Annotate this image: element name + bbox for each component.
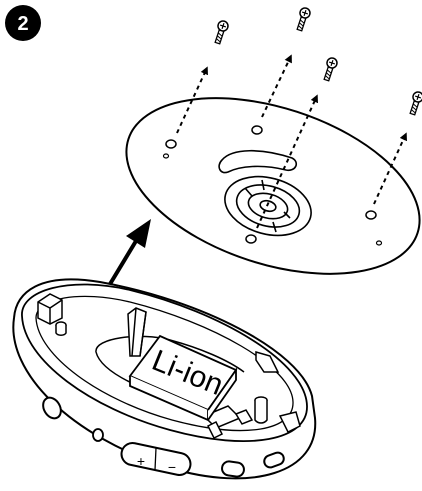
- screw-hole: [365, 210, 377, 220]
- lift-arrow-icon: [102, 219, 151, 296]
- battery: Li-ion: [128, 334, 238, 422]
- step-number: 2: [17, 13, 28, 35]
- screw-hole: [165, 139, 177, 149]
- aux-port: [263, 451, 285, 469]
- side-controls: + −: [42, 396, 285, 478]
- screw-hole: [245, 234, 257, 244]
- screw-icon: [409, 91, 422, 116]
- volume-up-button[interactable]: +: [137, 453, 145, 469]
- indicator-light: [92, 428, 104, 442]
- screw-icon: [296, 7, 311, 32]
- screw-icon: [214, 20, 229, 45]
- step-badge: 2: [5, 5, 41, 41]
- housing-interior: [37, 293, 301, 440]
- small-hole: [162, 153, 170, 159]
- power-button[interactable]: [221, 460, 245, 478]
- cover-slot: [218, 149, 298, 174]
- volume-down-button[interactable]: −: [168, 459, 176, 475]
- dashed-arrow-icon: [176, 54, 407, 229]
- screw-icon: [323, 57, 338, 82]
- back-cover: [125, 97, 421, 275]
- speaker-grille: [224, 175, 312, 237]
- small-hole: [375, 240, 383, 246]
- screw-hole: [251, 125, 263, 135]
- charging-port: [42, 396, 62, 420]
